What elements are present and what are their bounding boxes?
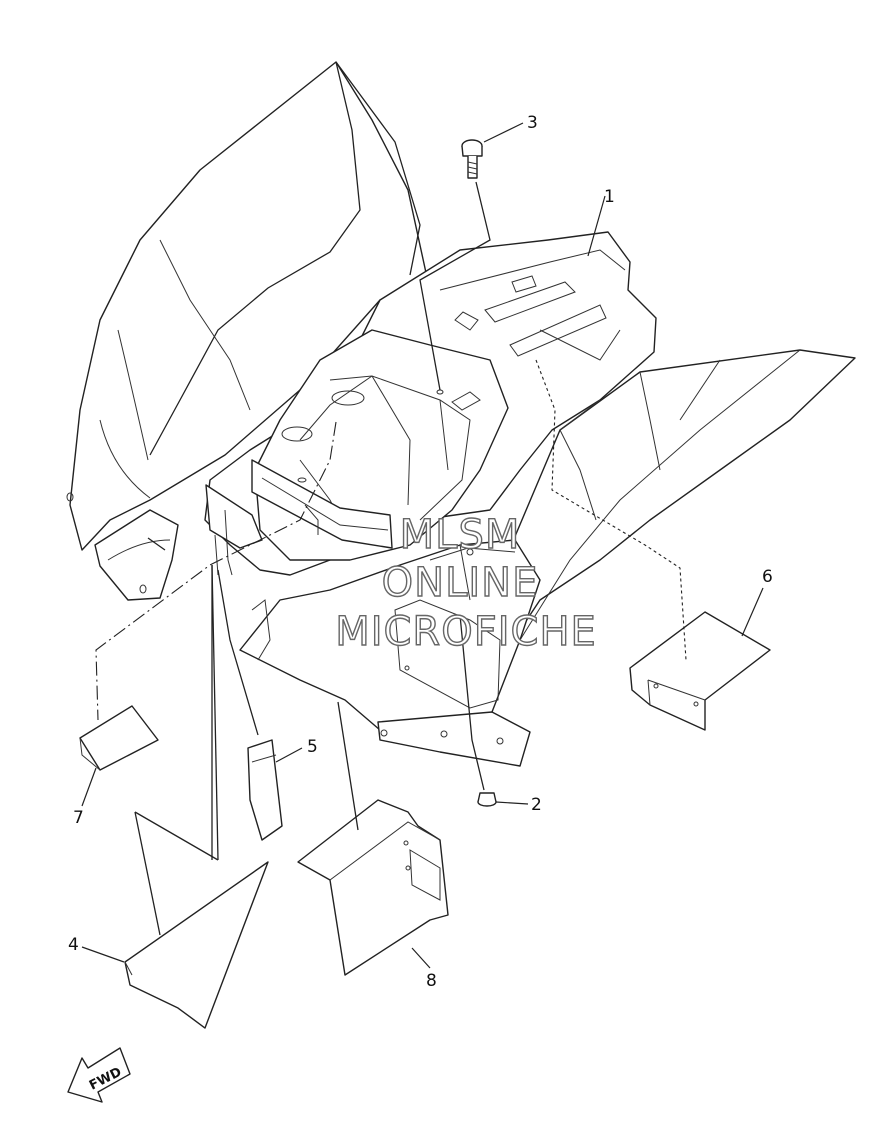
callout-2: 2 (531, 795, 542, 815)
nut-part-2 (477, 792, 497, 807)
cover-part-6 (629, 611, 771, 731)
cover-part-7 (79, 705, 159, 771)
callout-leaders (81, 122, 764, 969)
callout-5: 5 (307, 737, 318, 757)
callout-1: 1 (604, 187, 615, 207)
watermark-line-3: MICROFICHE (335, 609, 597, 655)
callout-4: 4 (68, 935, 79, 955)
bolt-part-3 (461, 139, 483, 179)
rear-fender-part-1 (66, 61, 856, 767)
bracket-part-5 (247, 739, 283, 841)
assembly-lines (95, 181, 687, 936)
shield-part-8 (297, 799, 449, 976)
watermark-line-1: MLSM (400, 512, 521, 558)
watermark: MLSM ONLINE MICROFICHE (334, 511, 597, 655)
callout-8: 8 (426, 971, 437, 991)
fwd-arrow-icon: FWD (67, 1047, 131, 1103)
panel-part-4 (124, 861, 269, 1029)
callout-7: 7 (73, 808, 84, 828)
watermark-line-2: ONLINE (382, 560, 539, 606)
callout-6: 6 (762, 567, 773, 587)
callout-3: 3 (527, 113, 538, 133)
